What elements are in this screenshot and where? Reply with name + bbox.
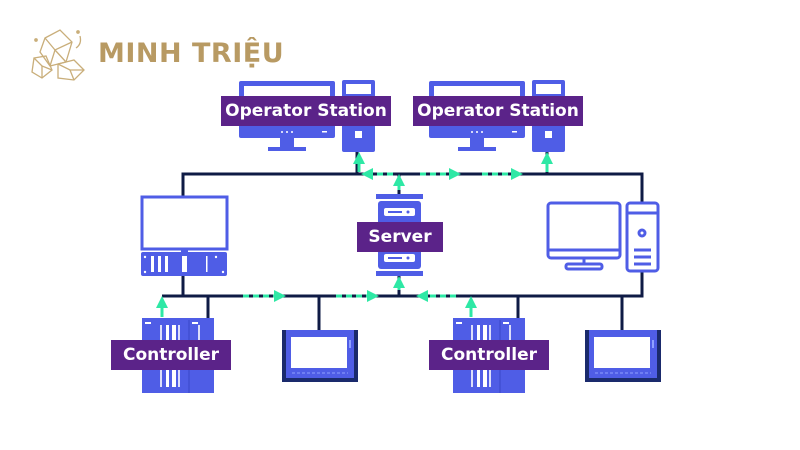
label-operator-station-2: Operator Station bbox=[413, 96, 583, 126]
hmi-panel-1[interactable] bbox=[282, 330, 358, 382]
label-controller-1: Controller bbox=[111, 340, 231, 370]
hmi-panel-icon bbox=[585, 330, 661, 382]
workstation[interactable] bbox=[546, 201, 660, 273]
monitor-with-plc-icon bbox=[140, 195, 229, 276]
engineering-station[interactable] bbox=[140, 195, 229, 276]
label-server: Server bbox=[357, 222, 443, 252]
hmi-panel-icon bbox=[282, 330, 358, 382]
crystal-gem-icon bbox=[31, 29, 85, 81]
hmi-panel-2[interactable] bbox=[585, 330, 661, 382]
data-flow-arrows bbox=[156, 152, 553, 317]
label-operator-station-1: Operator Station bbox=[221, 96, 391, 126]
desktop-computer-icon bbox=[546, 201, 660, 273]
upper-bus-line bbox=[181, 172, 644, 203]
brand-name: MINH TRIỆU bbox=[98, 38, 285, 69]
label-controller-2: Controller bbox=[429, 340, 549, 370]
lower-bus-line bbox=[162, 271, 644, 298]
